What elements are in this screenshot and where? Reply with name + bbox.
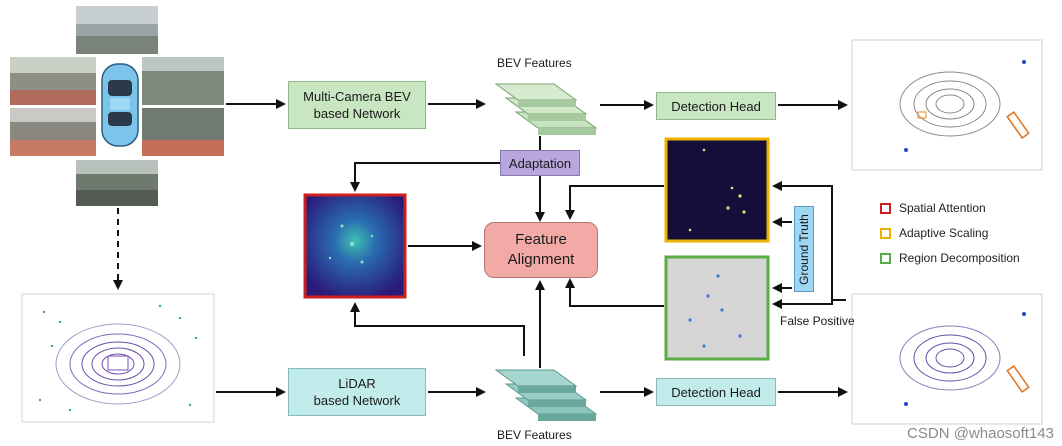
lidar-point-cloud-image [21, 293, 215, 423]
legend-swatch-yellow [880, 227, 891, 239]
feature-alignment-line2: Alignment [507, 251, 575, 268]
arrow-adaptation-to-heatmap [350, 162, 500, 192]
legend-spatial-attention: Spatial Attention [880, 201, 986, 215]
lidar-network-box: LiDAR based Network [288, 368, 426, 416]
legend-region-decomposition: Region Decomposition [880, 251, 1020, 265]
legend-label: Region Decomposition [899, 251, 1020, 265]
detection-head-top-box: Detection Head [656, 92, 776, 120]
false-positive-label: False Positive [780, 314, 855, 328]
adaptation-box: Adaptation [500, 150, 580, 176]
car-icon [101, 63, 139, 147]
bev-features-top-stack [494, 83, 598, 135]
region-decomposition-map [664, 255, 770, 361]
lidar-line2: based Network [313, 393, 401, 408]
arrow-false-positive-to-region [772, 299, 833, 309]
legend-swatch-green [880, 252, 891, 264]
spatial-attention-heatmap [303, 193, 407, 299]
bev-features-bottom-stack [494, 369, 598, 421]
multi-camera-line2: based Network [313, 106, 401, 121]
arrow-adaptive-to-alignment [565, 185, 664, 220]
legend-label: Spatial Attention [899, 201, 986, 215]
feature-alignment-line1: Feature [515, 231, 567, 248]
arrow-bev-bottom-to-heatmap [350, 302, 525, 356]
arrow-region-to-alignment [565, 278, 664, 307]
lidar-line1: LiDAR [338, 376, 376, 391]
detection-head-bottom-box: Detection Head [656, 378, 776, 406]
camera-images [10, 6, 224, 206]
ground-truth-label: Ground Truth [796, 213, 811, 285]
legend-label: Adaptive Scaling [899, 226, 989, 240]
ground-truth-box: Ground Truth [794, 206, 814, 292]
detection-result-top-image [851, 39, 1043, 171]
watermark: CSDN @whaosoft143 [907, 425, 1054, 442]
detection-result-bottom-image [851, 293, 1043, 425]
adaptive-scaling-map [664, 137, 770, 243]
bev-features-bottom-label: BEV Features [497, 428, 572, 442]
arrow-false-positive-to-adaptive [772, 181, 846, 301]
feature-alignment-box: Feature Alignment [484, 222, 598, 278]
multi-camera-line1: Multi-Camera BEV [303, 89, 411, 104]
bev-features-top-label: BEV Features [497, 56, 572, 70]
legend-adaptive-scaling: Adaptive Scaling [880, 226, 988, 240]
arrows [113, 99, 848, 397]
legend-swatch-red [880, 202, 891, 214]
multi-camera-bev-network-box: Multi-Camera BEV based Network [288, 81, 426, 129]
